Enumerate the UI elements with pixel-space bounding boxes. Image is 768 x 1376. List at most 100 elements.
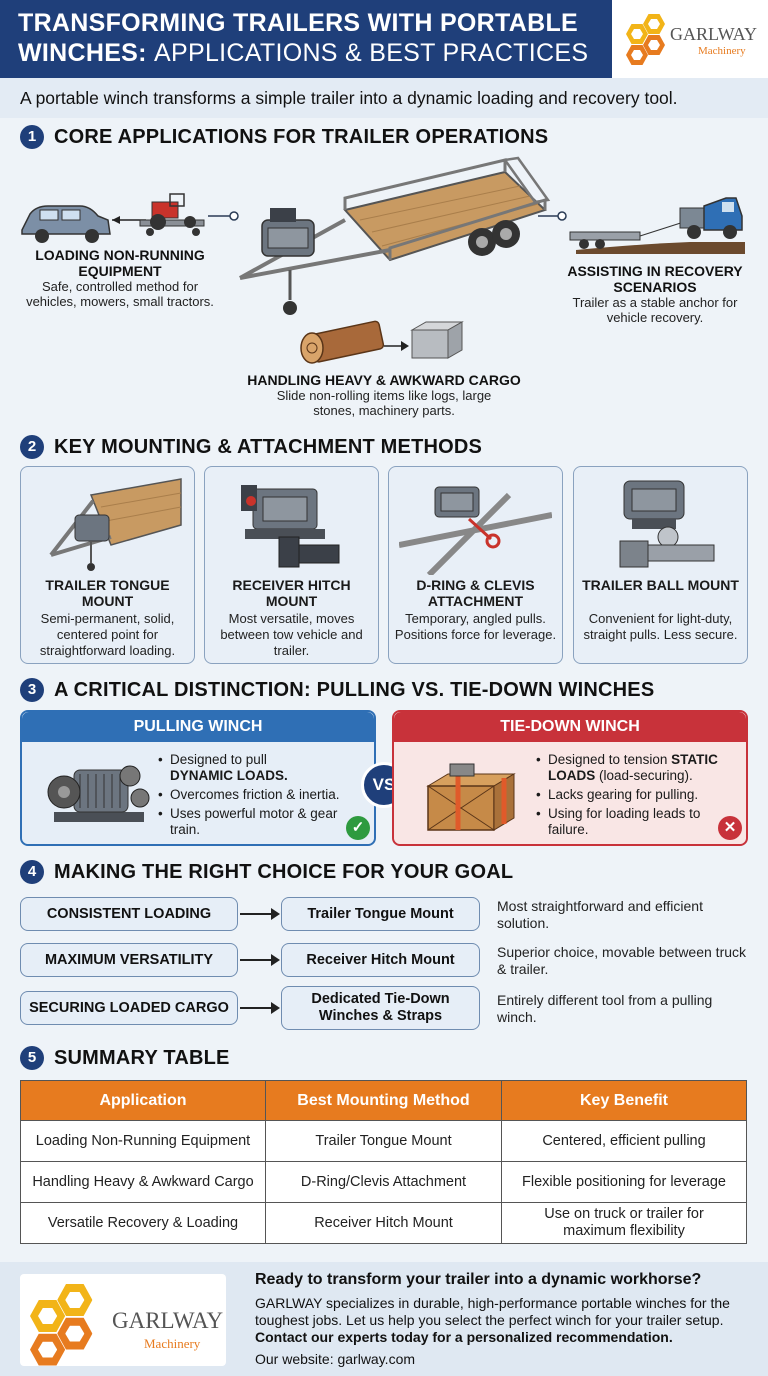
goal-pill: SECURING LOADED CARGO: [20, 991, 238, 1025]
table-cell: Receiver Hitch Mount: [265, 1202, 502, 1244]
x-mark-icon: ✕: [718, 816, 742, 840]
checkmark-icon: ✓: [346, 816, 370, 840]
method-pill: Receiver Hitch Mount: [281, 943, 480, 977]
bullet: Designed to tension STATIC LOADS (load-s…: [536, 752, 736, 784]
app-title: HANDLING HEAVY & AWKWARD CARGO: [247, 372, 521, 388]
title-light: APPLICATIONS & BEST PRACTICES: [154, 39, 589, 67]
arrow-icon: [240, 954, 280, 966]
app-desc: Trailer as a stable anchor for vehicle r…: [572, 295, 738, 325]
table-cell: Flexible positioning for leverage: [501, 1161, 747, 1203]
section-title: MAKING THE RIGHT CHOICE FOR YOUR GOAL: [54, 860, 514, 883]
bullet: Lacks gearing for pulling.: [536, 787, 736, 803]
table-row: Versatile Recovery & Loading Receiver Hi…: [20, 1202, 747, 1244]
table-cell: Trailer Tongue Mount: [265, 1120, 502, 1162]
tractor-icon: [139, 193, 205, 236]
app-recovery: ASSISTING IN RECOVERY SCENARIOS Trailer …: [555, 263, 755, 325]
summary-table: Application Best Mounting Method Key Ben…: [20, 1080, 747, 1244]
bullet: Using for loading leads to failure.: [536, 806, 736, 838]
title-bold: TRANSFORMING TRAILERS WITH PORTABLE WINC…: [18, 9, 578, 67]
recovery-truck-icon: [569, 197, 745, 254]
card-title: D-RING & CLEVIS ATTACHMENT: [416, 577, 535, 609]
section-number: 4: [20, 860, 44, 884]
card-d-ring-clevis: D-RING & CLEVIS ATTACHMENT Temporary, an…: [388, 466, 563, 664]
section-number: 1: [20, 125, 44, 149]
method-pill: Dedicated Tie-Down Winches & Straps: [281, 986, 480, 1030]
card-desc: Convenient for light-duty, straight pull…: [583, 611, 738, 642]
app-loading-non-running: LOADING NON-RUNNING EQUIPMENT Safe, cont…: [20, 247, 220, 309]
table-cell: Centered, efficient pulling: [501, 1120, 747, 1162]
stone-block-icon: [410, 321, 464, 359]
card-desc: Semi-permanent, solid, centered point fo…: [39, 611, 176, 658]
panel-title: PULLING WINCH: [22, 712, 374, 742]
app-heavy-cargo: HANDLING HEAVY & AWKWARD CARGO Slide non…: [234, 372, 534, 418]
tie-down-winch-panel: TIE-DOWN WINCH Designed to tension STATI…: [392, 710, 748, 846]
footer: GARLWAY Machinery Ready to transform you…: [0, 1262, 768, 1376]
app-desc: Slide non-rolling items like logs, large…: [276, 388, 492, 418]
card-trailer-tongue-mount: TRAILER TONGUE MOUNT Semi-permanent, sol…: [20, 466, 195, 664]
section-number: 5: [20, 1046, 44, 1070]
goal-pill: CONSISTENT LOADING: [20, 897, 238, 931]
choice-desc: Entirely different tool from a pulling w…: [497, 992, 713, 1025]
footer-headline: Ready to transform your trailer into a d…: [255, 1271, 702, 1288]
tie-down-bullets: Designed to tension STATIC LOADS (load-s…: [536, 752, 736, 841]
arrow-icon: [240, 908, 280, 920]
card-title: TRAILER BALL MOUNT: [582, 577, 739, 593]
d-ring-clevis-icon: [399, 486, 552, 575]
table-row: Loading Non-Running Equipment Trailer To…: [20, 1120, 747, 1162]
card-desc: Temporary, angled pulls. Positions force…: [394, 611, 557, 642]
choice-desc: Superior choice, movable between truck &…: [497, 944, 747, 977]
card-desc: Most versatile, moves between tow vehicl…: [220, 611, 363, 658]
section-number: 3: [20, 678, 44, 702]
footer-cta: Contact our experts today for a personal…: [255, 1329, 673, 1345]
column-header: Key Benefit: [501, 1080, 747, 1121]
table-row: Handling Heavy & Awkward Cargo D-Ring/Cl…: [20, 1161, 747, 1203]
table-cell: Loading Non-Running Equipment: [20, 1120, 266, 1162]
pulling-winch-icon: [47, 765, 150, 822]
table-cell: Versatile Recovery & Loading: [20, 1202, 266, 1244]
page-title: TRANSFORMING TRAILERS WITH PORTABLE WINC…: [18, 8, 608, 68]
section3-header: 3 A CRITICAL DISTINCTION: PULLING VS. TI…: [20, 678, 654, 702]
column-header: Best Mounting Method: [265, 1080, 502, 1121]
app-desc: Safe, controlled method for vehicles, mo…: [26, 279, 214, 309]
logo-name: GARLWAY: [670, 24, 758, 44]
bullet: Uses powerful motor & gear train.: [158, 806, 358, 838]
app-title: ASSISTING IN RECOVERY SCENARIOS: [567, 263, 743, 295]
section1-header: 1 CORE APPLICATIONS FOR TRAILER OPERATIO…: [20, 125, 548, 149]
card-title: TRAILER TONGUE MOUNT: [45, 577, 170, 609]
table-cell: Use on truck or trailer for maximum flex…: [501, 1202, 747, 1244]
method-pill: Trailer Tongue Mount: [281, 897, 480, 931]
section4-header: 4 MAKING THE RIGHT CHOICE FOR YOUR GOAL: [20, 860, 513, 884]
section-title: SUMMARY TABLE: [54, 1046, 230, 1069]
section2-header: 2 KEY MOUNTING & ATTACHMENT METHODS: [20, 435, 482, 459]
footer-text: GARLWAY specializes in durable, high-per…: [255, 1295, 730, 1328]
tagline: A portable winch transforms a simple tra…: [0, 78, 768, 118]
core-applications-illustration: [21, 156, 745, 364]
panel-title: TIE-DOWN WINCH: [394, 712, 746, 742]
section-number: 2: [20, 435, 44, 459]
goal-pill: MAXIMUM VERSATILITY: [20, 943, 238, 977]
garlway-logo: GARLWAY Machinery: [20, 1274, 226, 1366]
log-icon: [300, 320, 385, 364]
table-cell: Handling Heavy & Awkward Cargo: [20, 1161, 266, 1203]
section-title: A CRITICAL DISTINCTION: PULLING VS. TIE-…: [54, 678, 655, 701]
card-title: RECEIVER HITCH MOUNT: [232, 577, 351, 609]
bullet: Overcomes friction & inertia.: [158, 787, 358, 803]
tongue-mount-icon: [49, 478, 182, 571]
footer-body: GARLWAY specializes in durable, high-per…: [255, 1295, 755, 1346]
card-receiver-hitch-mount: RECEIVER HITCH MOUNT Most versatile, mov…: [204, 466, 379, 664]
receiver-hitch-icon: [241, 485, 340, 568]
website-link[interactable]: Our website: garlway.com: [255, 1351, 416, 1367]
card-trailer-ball-mount: TRAILER BALL MOUNT Convenient for light-…: [573, 466, 748, 664]
section5-header: 5 SUMMARY TABLE: [20, 1046, 230, 1070]
arrow-icon: [240, 1002, 280, 1014]
car-icon: [21, 205, 111, 243]
header-banner: TRANSFORMING TRAILERS WITH PORTABLE WINC…: [0, 0, 768, 78]
app-title: LOADING NON-RUNNING EQUIPMENT: [35, 247, 205, 279]
tie-down-crate-icon: [426, 763, 516, 831]
section-title: KEY MOUNTING & ATTACHMENT METHODS: [54, 435, 483, 458]
table-cell: D-Ring/Clevis Attachment: [265, 1161, 502, 1203]
garlway-logo: GARLWAY Machinery: [612, 0, 768, 78]
